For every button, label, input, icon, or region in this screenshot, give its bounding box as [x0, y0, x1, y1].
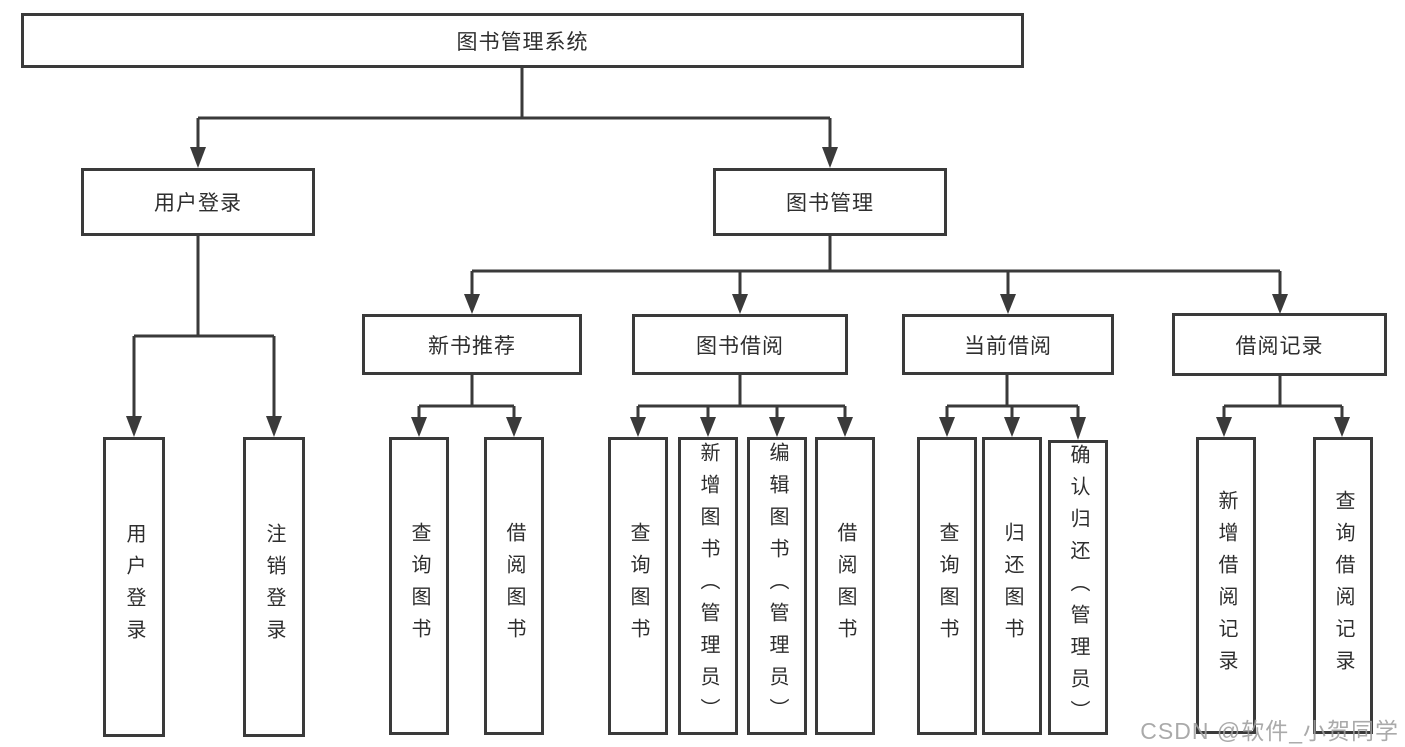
node-current-borrowing: 当前借阅 [902, 314, 1114, 375]
leaf-label: 编辑图书（管理员） [766, 442, 788, 730]
leaf-add-books-admin: 新增图书（管理员） [678, 437, 738, 735]
leaf-label: 查询图书 [936, 522, 958, 650]
leaf-return-books: 归还图书 [982, 437, 1042, 735]
leaf-borrow-books-1: 借阅图书 [484, 437, 544, 735]
leaf-label: 用户登录 [123, 523, 145, 651]
node-label: 图书管理系统 [456, 30, 589, 54]
leaf-label: 确认归还（管理员） [1067, 443, 1089, 732]
leaf-confirm-return-admin: 确认归还（管理员） [1048, 440, 1108, 735]
node-book-management: 图书管理 [713, 168, 947, 236]
connector-lines [132, 68, 1344, 419]
leaf-add-borrow-record: 新增借阅记录 [1196, 437, 1256, 734]
leaf-label: 查询借阅记录 [1332, 489, 1354, 682]
leaf-label: 归还图书 [1001, 522, 1023, 650]
leaf-borrow-books-2: 借阅图书 [815, 437, 875, 735]
node-label: 新书推荐 [428, 334, 516, 358]
node-library-management-system: 图书管理系统 [21, 13, 1024, 68]
leaf-label: 借阅图书 [834, 522, 856, 650]
node-book-borrowing: 图书借阅 [632, 314, 848, 375]
leaf-label: 注销登录 [263, 523, 285, 651]
node-new-book-recommend: 新书推荐 [362, 314, 582, 375]
arrowheads [126, 147, 1350, 440]
node-label: 借阅记录 [1235, 334, 1324, 358]
watermark: CSDN @软件_小贺同学 [1140, 718, 1399, 744]
node-borrowing-records: 借阅记录 [1172, 313, 1387, 376]
leaf-label: 新增图书（管理员） [697, 442, 719, 730]
leaf-label: 借阅图书 [503, 522, 525, 650]
leaf-label: 新增借阅记录 [1215, 489, 1237, 682]
leaf-query-books-2: 查询图书 [608, 437, 668, 735]
node-label: 用户登录 [154, 192, 242, 215]
leaf-edit-books-admin: 编辑图书（管理员） [747, 437, 807, 735]
leaf-user-login: 用户登录 [103, 437, 165, 737]
leaf-query-books-3: 查询图书 [917, 437, 977, 735]
node-label: 图书借阅 [696, 334, 784, 358]
node-label: 图书管理 [786, 192, 874, 215]
leaf-logout: 注销登录 [243, 437, 305, 737]
leaf-label: 查询图书 [408, 522, 430, 650]
node-user-login: 用户登录 [81, 168, 315, 236]
node-label: 当前借阅 [964, 334, 1052, 358]
leaf-query-borrow-record: 查询借阅记录 [1313, 437, 1373, 734]
leaf-label: 查询图书 [627, 522, 649, 650]
leaf-query-books-1: 查询图书 [389, 437, 449, 735]
